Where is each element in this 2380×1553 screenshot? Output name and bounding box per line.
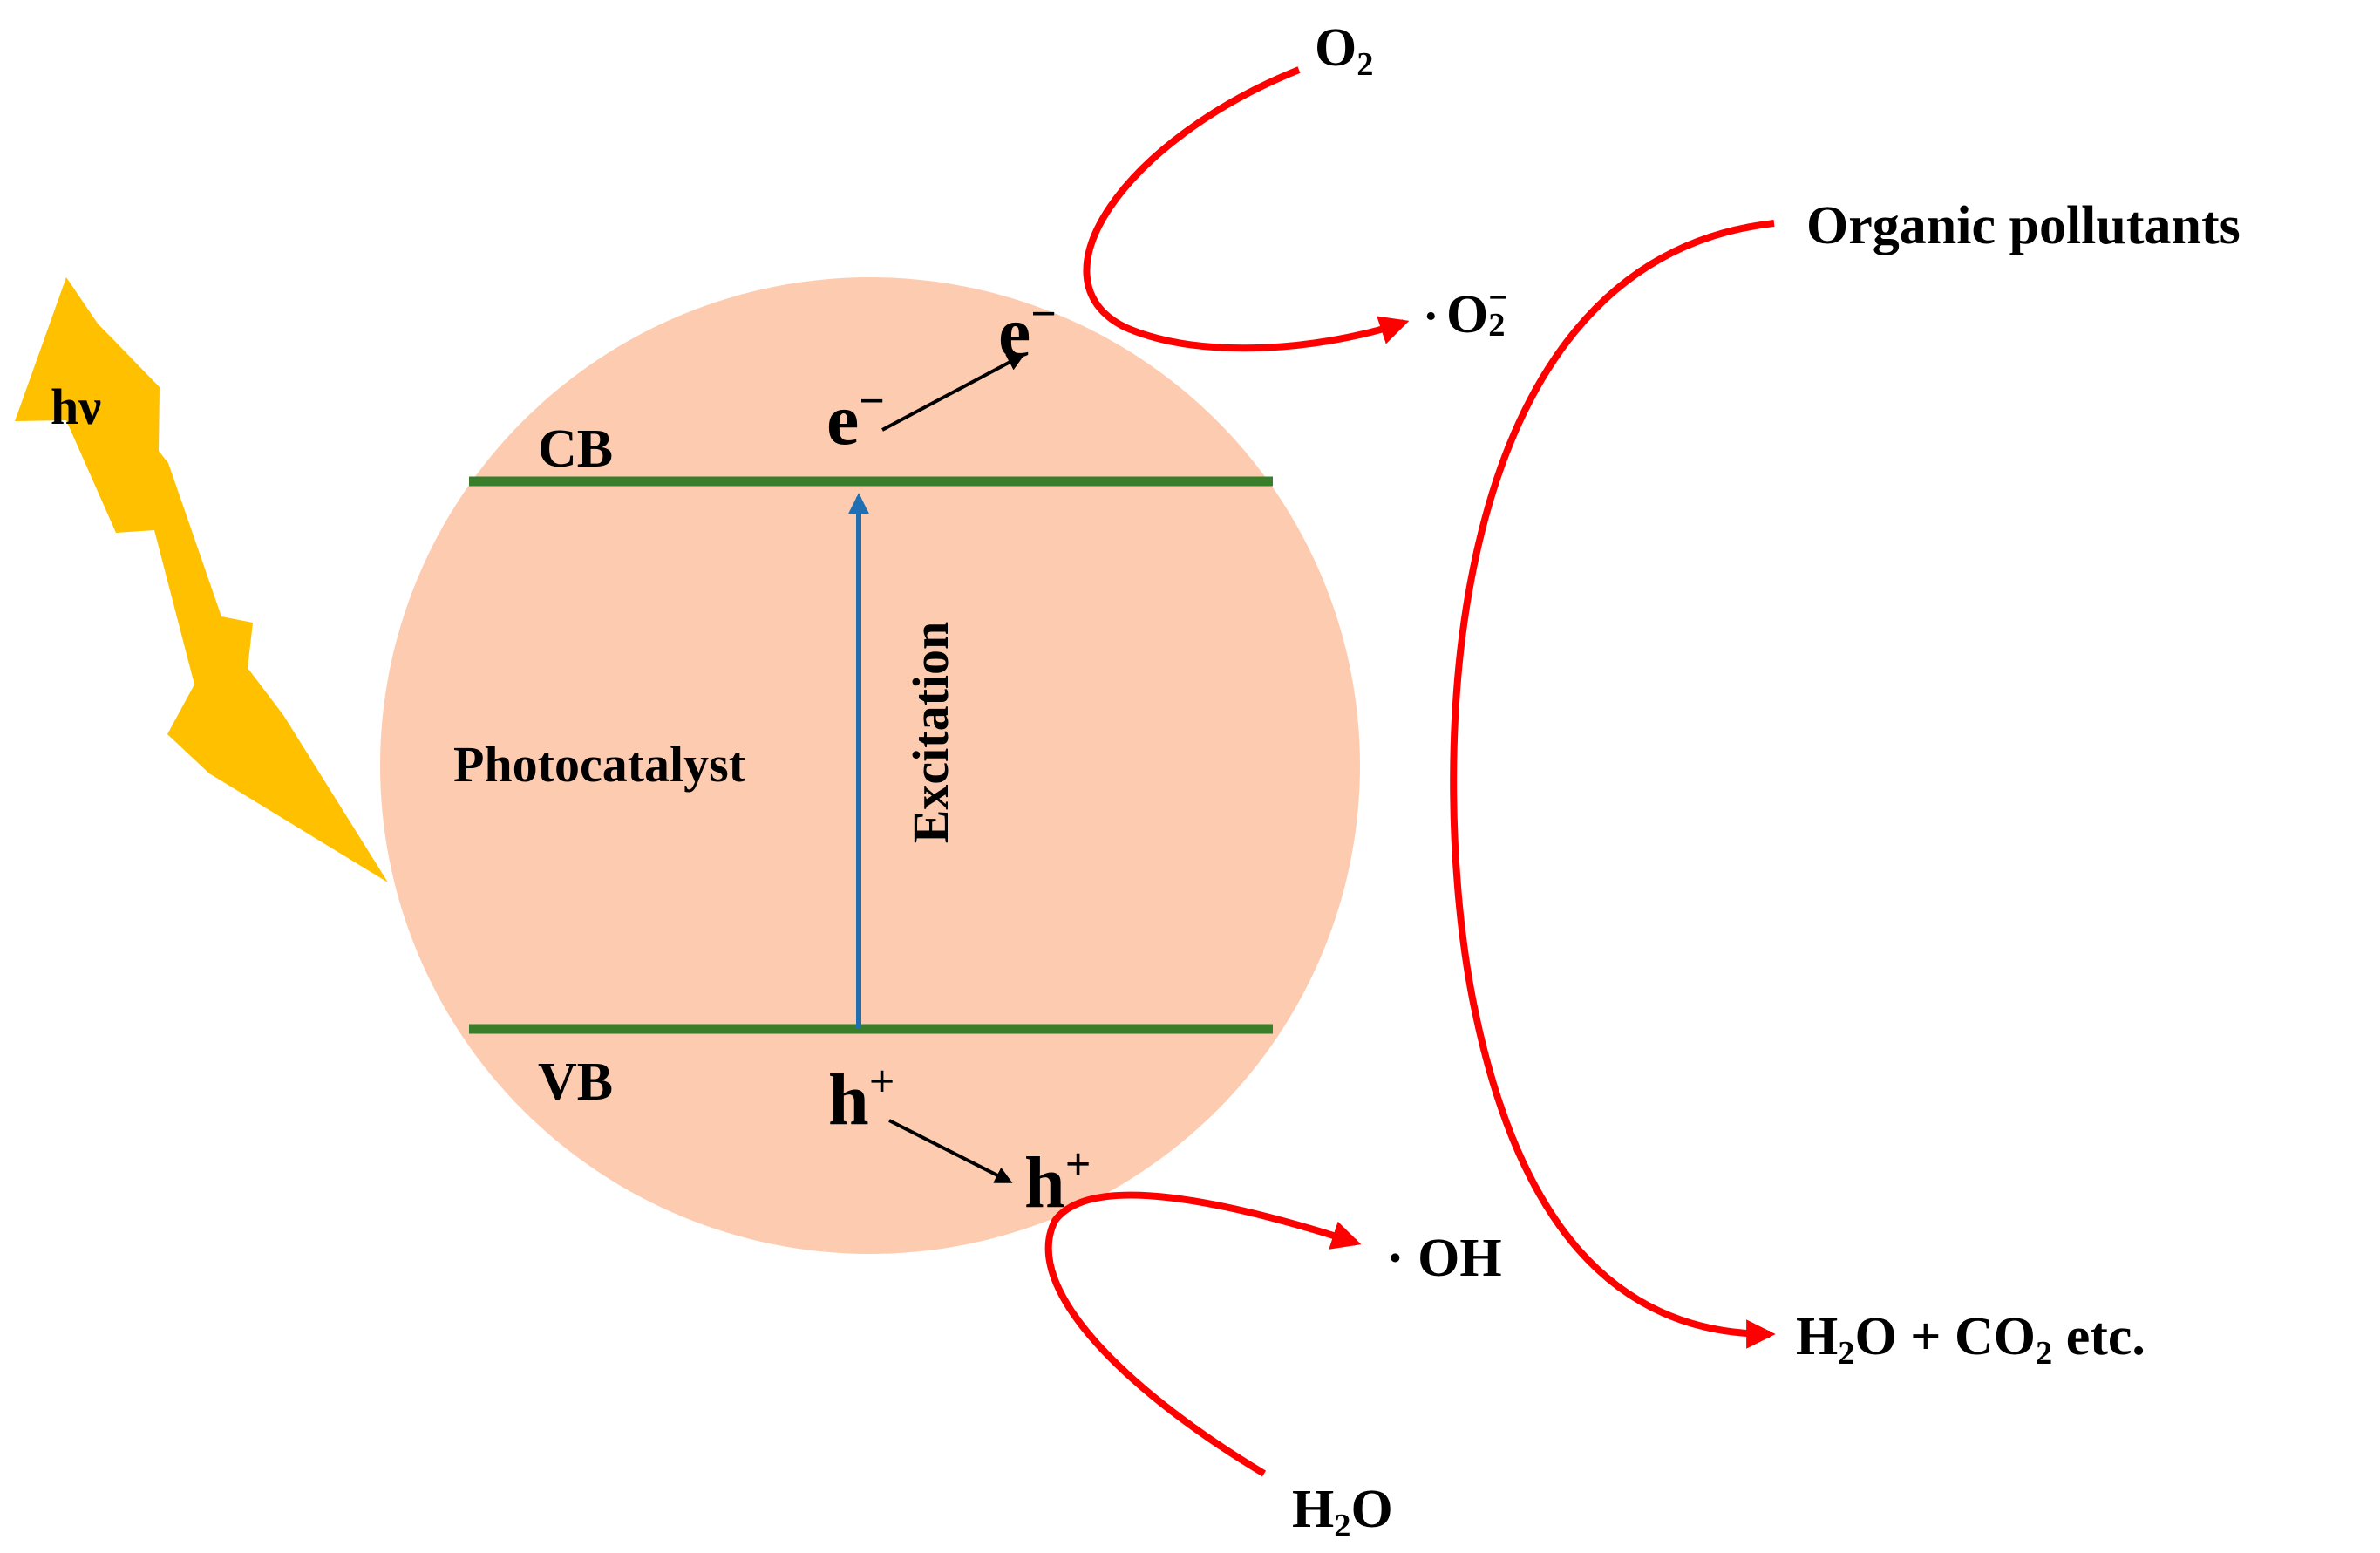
degradation-products-label: H2O + CO2 etc. (1796, 1307, 2145, 1372)
water-oxidation-arrow (1044, 1191, 1362, 1477)
photocatalyst-particle (380, 277, 1360, 1254)
electron-cb-label: e− (826, 376, 885, 460)
electron-surface-label: e− (998, 289, 1057, 373)
electron-migration-arrow (881, 354, 1025, 432)
oxygen-label: O2 (1315, 18, 1374, 83)
excitation-label: Excitation (902, 621, 959, 844)
valence-band-label: VB (538, 1052, 614, 1112)
pollutant-degradation-arrow (1450, 220, 1776, 1349)
lightning-bolt-icon (15, 277, 388, 882)
organic-pollutants-label: Organic pollutants (1806, 196, 2241, 255)
superoxide-label: ·O−2 (1423, 280, 1508, 344)
hole-migration-arrow (888, 1119, 1013, 1183)
light-energy-label: hν (51, 378, 102, 435)
water-label: H2O (1292, 1480, 1393, 1544)
hydroxyl-radical-label: · OH (1386, 1229, 1502, 1288)
hole-vb-label: h+ (828, 1056, 895, 1141)
photocatalyst-label: Photocatalyst (453, 736, 746, 793)
oxygen-reduction-arrow (1083, 66, 1410, 352)
hole-surface-label: h+ (1024, 1139, 1091, 1223)
conduction-band-label: CB (538, 419, 614, 479)
